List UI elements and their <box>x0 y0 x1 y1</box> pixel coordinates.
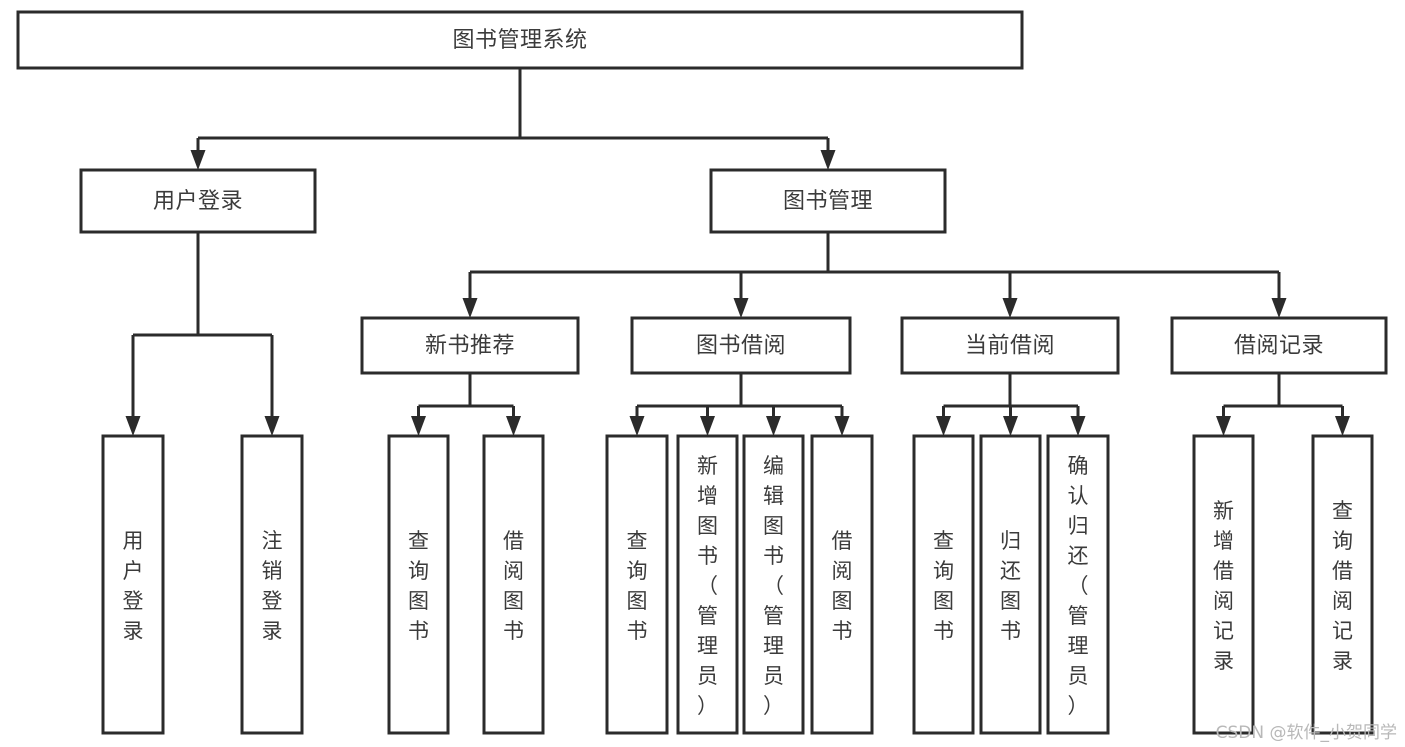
node-l2_0[interactable]: 新书推荐 <box>360 316 580 375</box>
node-l3_9[interactable]: 归还图书 <box>979 434 1042 735</box>
node-label: 查询图书 <box>408 529 429 643</box>
node-box[interactable] <box>810 434 874 735</box>
node-label: 新书推荐 <box>425 334 515 359</box>
node-label: 查询图书 <box>627 529 648 643</box>
node-box[interactable] <box>676 434 739 735</box>
node-box[interactable] <box>360 316 580 375</box>
node-box[interactable] <box>1311 434 1374 735</box>
node-label: 图书管理 <box>783 189 873 214</box>
node-box[interactable] <box>240 434 304 735</box>
node-box[interactable] <box>79 168 317 234</box>
node-l3_3[interactable]: 借阅图书 <box>482 434 545 735</box>
node-l1_1[interactable]: 图书管理 <box>709 168 947 234</box>
node-label: 新增借阅记录 <box>1213 499 1234 673</box>
node-label: 图书管理系统 <box>452 28 587 53</box>
node-label: 借阅图书 <box>832 529 853 643</box>
node-box[interactable] <box>387 434 450 735</box>
node-box[interactable] <box>482 434 545 735</box>
node-box[interactable] <box>1170 316 1388 375</box>
node-l3_11[interactable]: 新增借阅记录 <box>1192 434 1255 735</box>
node-l2_3[interactable]: 借阅记录 <box>1170 316 1388 375</box>
node-l1_0[interactable]: 用户登录 <box>79 168 317 234</box>
node-box[interactable] <box>630 316 852 375</box>
node-label: 查询图书 <box>933 529 954 643</box>
node-box[interactable] <box>1192 434 1255 735</box>
node-l3_12[interactable]: 查询借阅记录 <box>1311 434 1374 735</box>
node-box[interactable] <box>709 168 947 234</box>
csdn-watermark: CSDN @软件_小贺同学 <box>1215 723 1397 743</box>
node-box[interactable] <box>16 10 1024 70</box>
node-l3_0[interactable]: 用户登录 <box>101 434 165 735</box>
node-box[interactable] <box>742 434 805 735</box>
node-layer: 图书管理系统用户登录图书管理新书推荐图书借阅当前借阅借阅记录用户登录注销登录查询… <box>16 10 1388 735</box>
node-label: 确认归还（管理员） <box>1068 454 1089 718</box>
node-box[interactable] <box>900 316 1120 375</box>
connector-group <box>125 232 280 436</box>
node-label: 用户登录 <box>123 529 144 643</box>
connector-group <box>190 68 836 170</box>
node-box[interactable] <box>605 434 669 735</box>
node-label: 新增图书（管理员） <box>697 454 718 718</box>
node-label: 借阅图书 <box>503 529 524 643</box>
node-label: 注销登录 <box>262 529 283 643</box>
connector-group <box>1216 373 1350 436</box>
node-l3_8[interactable]: 查询图书 <box>912 434 975 735</box>
node-l3_10[interactable]: 确认归还（管理员） <box>1046 434 1110 735</box>
node-label: 编辑图书（管理员） <box>763 454 784 718</box>
node-box[interactable] <box>101 434 165 735</box>
connector-layer <box>125 68 1350 436</box>
node-box[interactable] <box>1046 434 1110 735</box>
connector-group <box>411 373 521 436</box>
node-label: 借阅记录 <box>1234 334 1324 359</box>
node-root[interactable]: 图书管理系统 <box>16 10 1024 70</box>
node-label: 图书借阅 <box>696 334 786 359</box>
node-label: 用户登录 <box>153 189 243 214</box>
node-l3_7[interactable]: 借阅图书 <box>810 434 874 735</box>
connector-group <box>936 373 1086 436</box>
node-l2_2[interactable]: 当前借阅 <box>900 316 1120 375</box>
node-label: 归还图书 <box>1000 529 1021 643</box>
node-l3_6[interactable]: 编辑图书（管理员） <box>742 434 805 735</box>
node-l3_1[interactable]: 注销登录 <box>240 434 304 735</box>
node-box[interactable] <box>912 434 975 735</box>
connector-group <box>462 232 1287 318</box>
node-label: 查询借阅记录 <box>1332 499 1353 673</box>
node-l3_4[interactable]: 查询图书 <box>605 434 669 735</box>
node-box[interactable] <box>979 434 1042 735</box>
node-label: 当前借阅 <box>965 334 1055 359</box>
node-l3_2[interactable]: 查询图书 <box>387 434 450 735</box>
node-l3_5[interactable]: 新增图书（管理员） <box>676 434 739 735</box>
node-l2_1[interactable]: 图书借阅 <box>630 316 852 375</box>
connector-group <box>629 373 850 436</box>
